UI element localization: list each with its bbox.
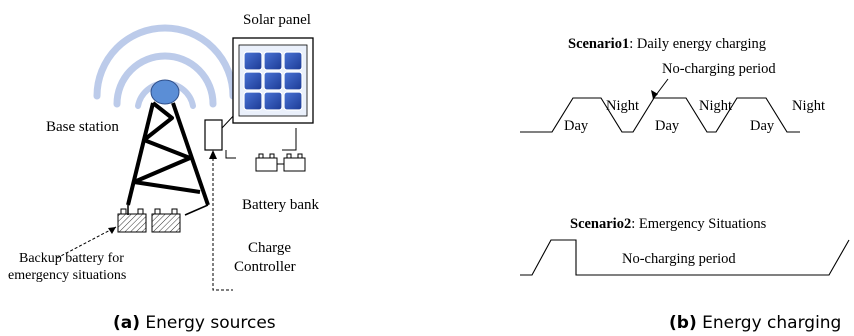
scenario1-no-charging-label: No-charging period: [662, 61, 776, 77]
battery-bank-icon: [255, 153, 306, 172]
tower: [126, 101, 210, 206]
caption-b-tag: (b): [669, 313, 697, 333]
scenario2-title: Scenario2: Emergency Situations: [570, 216, 767, 232]
caption-a: (a) Energy sources: [113, 313, 276, 333]
figure-a: Solar panel Base station Battery bank Ba…: [8, 12, 320, 333]
scenario2-no-charging-label: No-charging period: [622, 251, 736, 267]
backup-battery-label-1: Backup battery for: [19, 251, 124, 266]
antenna-ball: [150, 79, 180, 105]
scenario2-title-bold: Scenario2: [570, 216, 631, 232]
caption-b: (b) Energy charging: [669, 313, 841, 333]
scenario1-title-bold: Scenario1: [568, 36, 629, 52]
scenario2-waveform: [520, 239, 850, 276]
charge-label-2: Controller: [234, 259, 296, 275]
night-label-3: Night: [792, 98, 825, 114]
solar-panel-label: Solar panel: [243, 12, 311, 28]
day-label-3: Day: [750, 118, 775, 134]
solar-panel-icon: [232, 37, 314, 124]
charge-controller-box: [204, 119, 223, 151]
night-label-2: Night: [699, 98, 732, 114]
scenario1-title-rest: : Daily energy charging: [629, 36, 766, 52]
scenario2-title-rest: : Emergency Situations: [631, 216, 766, 232]
battery-bank-label: Battery bank: [242, 197, 320, 213]
night-label-1: Night: [606, 98, 639, 114]
backup-battery-label-2: emergency situations: [8, 268, 126, 283]
base-station-label: Base station: [46, 119, 119, 135]
scenario1-title: Scenario1: Daily energy charging: [568, 36, 766, 52]
day-label-2: Day: [655, 118, 680, 134]
charge-label-1: Charge: [248, 240, 291, 256]
figure-b: Scenario1: Daily energy charging No-char…: [520, 36, 850, 333]
caption-a-text: Energy sources: [140, 313, 276, 333]
day-label-1: Day: [564, 118, 589, 134]
backup-battery-icon: [117, 208, 181, 233]
scenario1-waveform: [520, 97, 800, 133]
caption-a-tag: (a): [113, 313, 140, 333]
caption-b-text: Energy charging: [697, 313, 842, 333]
